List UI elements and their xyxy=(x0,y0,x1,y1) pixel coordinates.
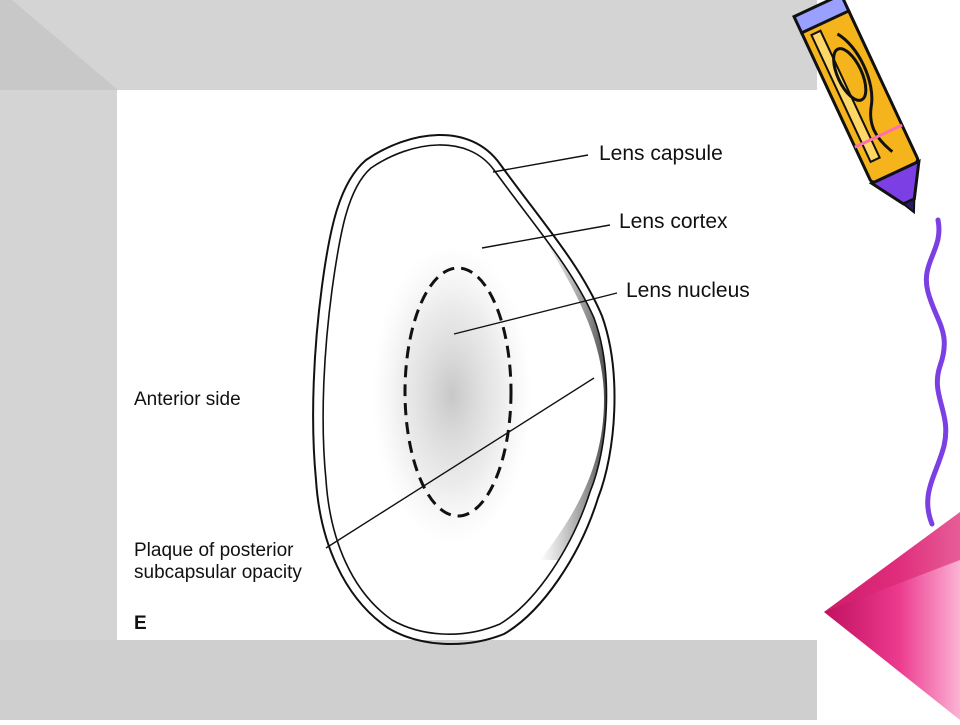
label-lens-nucleus: Lens nucleus xyxy=(626,279,750,302)
label-posterior-plaque: Plaque of posterior subcapsular opacity xyxy=(134,540,302,584)
pink-corner-triangle-highlight xyxy=(824,512,960,612)
lens-capsule-inner xyxy=(322,144,608,635)
lens-capsule-outer xyxy=(312,134,616,646)
leader-line-nucleus xyxy=(453,292,618,335)
panel-letter: E xyxy=(134,613,147,634)
label-plaque-line-1: Plaque of posterior xyxy=(134,540,294,561)
leader-line-plaque xyxy=(325,377,595,549)
label-lens-cortex: Lens cortex xyxy=(619,210,728,233)
pencil-icon xyxy=(792,0,921,215)
lens-nucleus-outline xyxy=(403,266,513,518)
leader-line-cortex xyxy=(481,224,611,249)
leader-line-capsule xyxy=(492,154,589,173)
label-plaque-line-2: subcapsular opacity xyxy=(134,561,302,583)
label-anterior-side: Anterior side xyxy=(134,389,241,410)
label-lens-capsule: Lens capsule xyxy=(599,142,723,165)
purple-squiggle-line xyxy=(923,217,949,527)
